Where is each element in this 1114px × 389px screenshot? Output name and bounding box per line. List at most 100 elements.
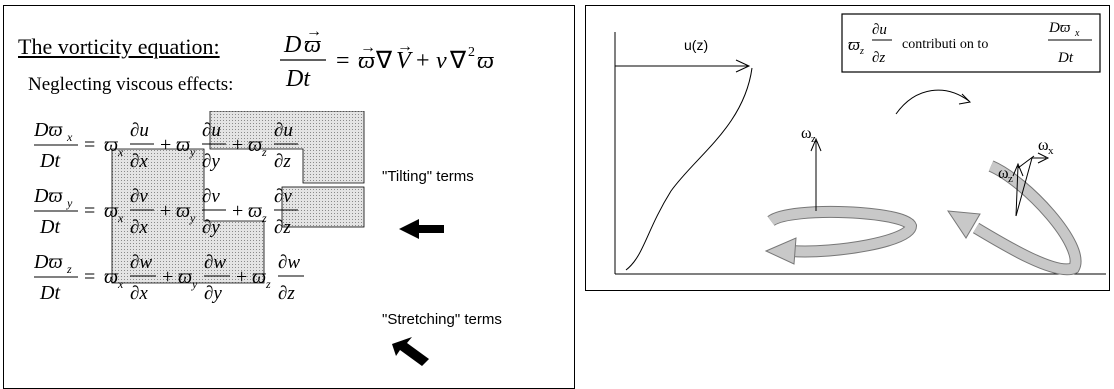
svg-text:z: z — [1008, 173, 1013, 185]
svg-text:ϖ: ϖ — [252, 266, 267, 288]
svg-text:x: x — [117, 145, 124, 159]
svg-text:=: = — [84, 134, 95, 156]
svg-text:=: = — [336, 48, 350, 74]
svg-text:ϖ: ϖ — [104, 266, 119, 288]
shaded-tilting-region-top — [209, 111, 365, 184]
svg-text:x: x — [117, 277, 124, 291]
svg-text:∂w: ∂w — [278, 252, 300, 273]
svg-text:Dϖ: Dϖ — [34, 119, 63, 141]
vorticity-equation: D ϖ → Dt = ϖ → ∇ V → + ν ∇ 2 ϖ — [280, 24, 494, 92]
svg-text:ϖ: ϖ — [248, 134, 263, 156]
svg-text:y: y — [189, 211, 196, 225]
svg-text:+: + — [160, 200, 171, 222]
omega-z-label-2: ω z — [998, 165, 1013, 185]
svg-text:∂u: ∂u — [274, 120, 293, 141]
ribbon-vortex-2 — [947, 160, 1082, 276]
svg-text:∂z: ∂z — [872, 50, 885, 66]
svg-text:→: → — [397, 38, 413, 55]
profile-label: u(z) — [684, 37, 708, 53]
formula-box-text: contributi on to — [902, 37, 988, 52]
svg-text:x: x — [1048, 145, 1054, 157]
stretching-terms-label: "Stretching" terms — [382, 311, 502, 328]
svg-text:2: 2 — [468, 45, 475, 60]
svg-text:∇: ∇ — [375, 48, 393, 74]
svg-text:∂y: ∂y — [204, 283, 222, 304]
svg-text:z: z — [261, 145, 267, 159]
svg-text:+: + — [160, 134, 171, 156]
omega-x-label: ω x — [1038, 137, 1054, 157]
svg-text:ϖ: ϖ — [104, 200, 119, 222]
svg-text:ϖ: ϖ — [477, 48, 494, 74]
svg-text:∂v: ∂v — [202, 186, 220, 207]
svg-text:∂x: ∂x — [130, 151, 148, 172]
svg-text:∂u: ∂u — [872, 22, 887, 38]
svg-text:+: + — [416, 48, 430, 74]
svg-text:z: z — [811, 133, 816, 145]
svg-text:∂z: ∂z — [274, 151, 291, 172]
svg-text:∂x: ∂x — [130, 283, 148, 304]
svg-text:∂z: ∂z — [274, 217, 291, 238]
svg-text:+: + — [232, 200, 243, 222]
svg-text:∂z: ∂z — [278, 283, 295, 304]
omega-z-arrow-2 — [1015, 165, 1019, 217]
svg-text:ϖ: ϖ — [176, 134, 191, 156]
formula-box — [841, 13, 1101, 73]
omega-x-arrow — [1017, 155, 1035, 169]
svg-text:Dt: Dt — [39, 150, 60, 172]
svg-text:y: y — [189, 145, 196, 159]
svg-text:ϖ: ϖ — [304, 32, 321, 58]
svg-text:Dt: Dt — [1057, 50, 1074, 66]
panel-title: The vorticity equation: — [18, 34, 220, 59]
svg-text:Dt: Dt — [285, 66, 311, 92]
svg-text:V: V — [396, 48, 413, 74]
svg-text:∂u: ∂u — [130, 120, 149, 141]
svg-text:→: → — [360, 39, 376, 56]
svg-text:Dt: Dt — [39, 282, 60, 304]
svg-text:x: x — [1074, 28, 1080, 39]
svg-text:ϖ: ϖ — [848, 35, 860, 54]
svg-text:Dϖ: Dϖ — [34, 185, 63, 207]
svg-text:∂u: ∂u — [202, 120, 221, 141]
svg-text:ϖ: ϖ — [178, 266, 193, 288]
svg-text:z: z — [859, 46, 864, 57]
svg-text:ω: ω — [1038, 137, 1049, 154]
shaded-region-right — [281, 186, 365, 228]
svg-text:ω: ω — [998, 165, 1009, 182]
svg-text:Dϖ: Dϖ — [34, 251, 63, 273]
svg-text:∇: ∇ — [449, 48, 467, 74]
svg-text:=: = — [84, 266, 95, 288]
svg-text:ϖ: ϖ — [104, 134, 119, 156]
svg-text:x: x — [66, 130, 73, 144]
svg-text:Dϖ: Dϖ — [1048, 20, 1071, 36]
vorticity-equation-panel: The vorticity equation: D ϖ → Dt = ϖ → ∇… — [3, 5, 575, 389]
svg-text:y: y — [191, 277, 198, 291]
svg-text:∂y: ∂y — [202, 217, 220, 238]
svg-text:∂v: ∂v — [130, 186, 148, 207]
svg-text:∂y: ∂y — [202, 151, 220, 172]
svg-text:y: y — [66, 196, 73, 210]
svg-text:ω: ω — [801, 125, 812, 142]
svg-text:∂w: ∂w — [130, 252, 152, 273]
svg-text:z: z — [261, 211, 267, 225]
svg-text:+: + — [162, 266, 173, 288]
svg-text:ϖ: ϖ — [176, 200, 191, 222]
svg-text:+: + — [232, 134, 243, 156]
velocity-profile-curve — [625, 67, 753, 271]
tilting-arrow — [399, 219, 444, 239]
svg-text:+: + — [236, 266, 247, 288]
ribbon-vortex-1 — [764, 205, 918, 265]
svg-text:x: x — [117, 211, 124, 225]
svg-text:z: z — [265, 277, 271, 291]
svg-text:ν: ν — [436, 48, 447, 74]
omega-z-label-1: ω z — [801, 125, 816, 145]
svg-text:∂x: ∂x — [130, 217, 148, 238]
svg-text:∂v: ∂v — [274, 186, 292, 207]
svg-text:ϖ: ϖ — [248, 200, 263, 222]
svg-text:∂w: ∂w — [204, 252, 226, 273]
svg-text:D: D — [283, 32, 301, 58]
